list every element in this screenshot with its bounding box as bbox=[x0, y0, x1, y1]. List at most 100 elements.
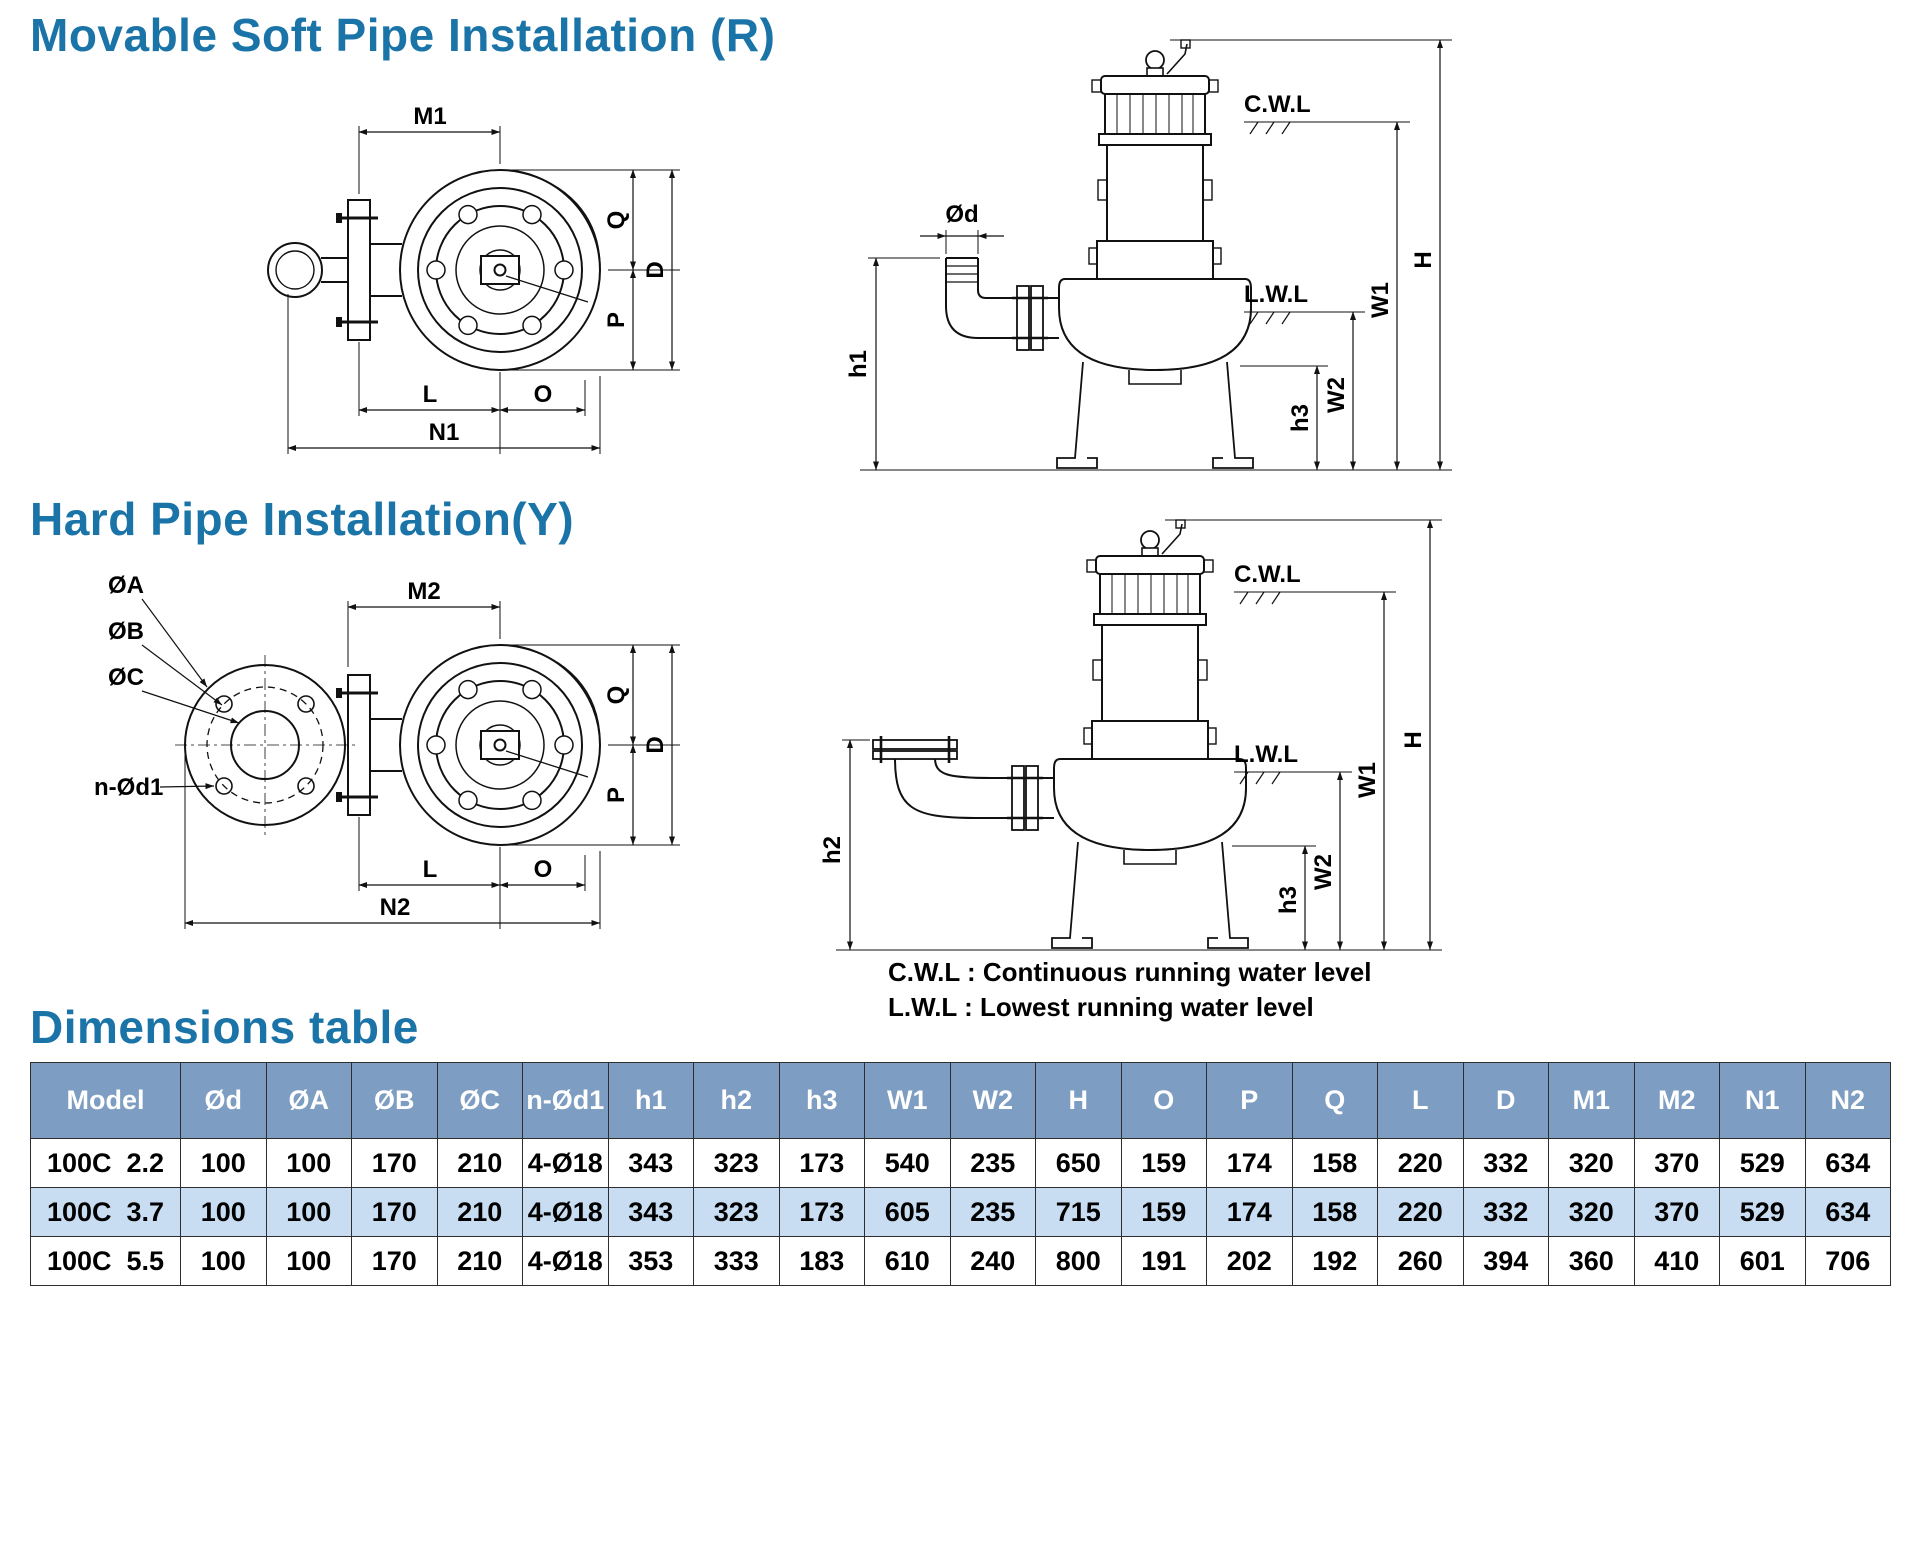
cell: 191 bbox=[1120, 1236, 1207, 1286]
soft-pipe-top-view-diagram: M1 Q P D L O N1 bbox=[267, 103, 680, 454]
dim-label-o: O bbox=[534, 856, 553, 883]
cell: 158 bbox=[1291, 1187, 1378, 1237]
cell: 634 bbox=[1804, 1138, 1891, 1188]
cell: 529 bbox=[1719, 1138, 1806, 1188]
cell: 173 bbox=[778, 1138, 865, 1188]
col-header: W2 bbox=[949, 1062, 1036, 1139]
cell: 183 bbox=[778, 1236, 865, 1286]
cwl-label: C.W.L bbox=[1244, 91, 1311, 118]
col-header: M1 bbox=[1548, 1062, 1635, 1139]
cell: 210 bbox=[436, 1187, 523, 1237]
cell: 323 bbox=[693, 1138, 780, 1188]
dim-label-w2: W2 bbox=[1323, 377, 1350, 413]
dim-label-l: L bbox=[423, 381, 438, 408]
cell: 100 bbox=[265, 1236, 352, 1286]
cell: 202 bbox=[1206, 1236, 1293, 1286]
dim-label-p: P bbox=[603, 312, 630, 328]
cell: 332 bbox=[1462, 1138, 1549, 1188]
col-header: h2 bbox=[693, 1062, 780, 1139]
soft-pipe-side-view-diagram: Ød h1 C.W.L L.W.L h3 W2 W1 H bbox=[845, 39, 1452, 471]
dim-label-n1: N1 bbox=[429, 419, 460, 446]
cell: 260 bbox=[1377, 1236, 1464, 1286]
col-header: P bbox=[1206, 1062, 1293, 1139]
cell: 173 bbox=[778, 1187, 865, 1237]
cell: 240 bbox=[949, 1236, 1036, 1286]
lwl-label: L.W.L bbox=[1244, 281, 1308, 308]
section-title-dimensions-table: Dimensions table bbox=[30, 1001, 419, 1053]
dim-label-d: D bbox=[642, 736, 669, 753]
cell: 800 bbox=[1035, 1236, 1122, 1286]
dim-label-n2: N2 bbox=[380, 894, 411, 921]
legend-cwl: C.W.L : Continuous running water level bbox=[888, 957, 1372, 987]
section-title-soft-pipe: Movable Soft Pipe Installation (R) bbox=[30, 9, 776, 61]
col-header: h1 bbox=[607, 1062, 694, 1139]
dim-label-h3: h3 bbox=[1287, 404, 1314, 432]
dim-label-m2: M2 bbox=[407, 578, 440, 605]
dim-label-p: P bbox=[603, 787, 630, 803]
cell: 320 bbox=[1548, 1187, 1635, 1237]
cell: 100 bbox=[180, 1236, 267, 1286]
cell: 170 bbox=[351, 1236, 438, 1286]
cell: 715 bbox=[1035, 1187, 1122, 1237]
cell: 210 bbox=[436, 1236, 523, 1286]
dim-label-d: D bbox=[642, 261, 669, 278]
cell: 529 bbox=[1719, 1187, 1806, 1237]
hard-pipe-top-view-diagram: ØA ØB ØC n-Ød1 M2 Q P D L O N2 bbox=[94, 572, 680, 929]
dim-label-h3: h3 bbox=[1275, 886, 1302, 914]
cell: 100 bbox=[180, 1138, 267, 1188]
cell: 333 bbox=[693, 1236, 780, 1286]
col-header: W1 bbox=[864, 1062, 951, 1139]
cell: 360 bbox=[1548, 1236, 1635, 1286]
discharge-flange-pair bbox=[1016, 285, 1044, 351]
cell: 100 bbox=[265, 1138, 352, 1188]
lwl-label: L.W.L bbox=[1234, 741, 1298, 768]
dim-label-w1: W1 bbox=[1354, 762, 1381, 798]
dim-label-l: L bbox=[423, 856, 438, 883]
cell: 343 bbox=[607, 1138, 694, 1188]
col-header: N1 bbox=[1719, 1062, 1806, 1139]
dim-label-h: H bbox=[1410, 251, 1437, 268]
cell: 343 bbox=[607, 1187, 694, 1237]
table-row: 100C 2.2 100 100 170 210 4-Ø18 343 323 1… bbox=[30, 1138, 1891, 1188]
cell: 210 bbox=[436, 1138, 523, 1188]
hose-pipe-end bbox=[267, 242, 348, 298]
hose-elbow-pipe bbox=[945, 257, 1017, 339]
col-header: O bbox=[1120, 1062, 1207, 1139]
cell: 540 bbox=[864, 1138, 951, 1188]
table-row: 100C 3.7 100 100 170 210 4-Ø18 343 323 1… bbox=[30, 1187, 1891, 1237]
dim-label-o: O bbox=[534, 381, 553, 408]
col-header: ØC bbox=[436, 1062, 523, 1139]
cell: 174 bbox=[1206, 1187, 1293, 1237]
dim-label-w1: W1 bbox=[1367, 282, 1394, 318]
table-header-row: Model Ød ØA ØB ØC n-Ød1 h1 h2 h3 W1 W2 H… bbox=[30, 1062, 1891, 1139]
dim-label-ob: ØB bbox=[108, 618, 144, 645]
water-level-legend: C.W.L : Continuous running water level L… bbox=[888, 955, 1371, 1025]
cell: 634 bbox=[1804, 1187, 1891, 1237]
flange-detail-view bbox=[175, 655, 355, 835]
cell: 192 bbox=[1291, 1236, 1378, 1286]
cell: 100C 5.5 bbox=[30, 1236, 181, 1286]
dim-label-h1: h1 bbox=[845, 350, 872, 378]
cell: 158 bbox=[1291, 1138, 1378, 1188]
cell: 170 bbox=[351, 1138, 438, 1188]
dimensions-table: Model Ød ØA ØB ØC n-Ød1 h1 h2 h3 W1 W2 H… bbox=[30, 1062, 1891, 1286]
col-header: H bbox=[1035, 1062, 1122, 1139]
cell: 100C 2.2 bbox=[30, 1138, 181, 1188]
cell: 650 bbox=[1035, 1138, 1122, 1188]
hard-pipe-side-view-diagram: h2 C.W.L L.W.L h3 W2 W1 H bbox=[819, 519, 1442, 951]
dim-label-h2: h2 bbox=[819, 836, 846, 864]
cwl-label: C.W.L bbox=[1234, 561, 1301, 588]
table-row: 100C 5.5 100 100 170 210 4-Ø18 353 333 1… bbox=[30, 1236, 1891, 1286]
cell: 100 bbox=[180, 1187, 267, 1237]
cell: 4-Ø18 bbox=[522, 1138, 609, 1188]
col-header: ØB bbox=[351, 1062, 438, 1139]
col-header: n-Ød1 bbox=[522, 1062, 609, 1139]
cell: 235 bbox=[949, 1187, 1036, 1237]
legend-lwl: L.W.L : Lowest running water level bbox=[888, 992, 1314, 1023]
cell: 220 bbox=[1377, 1187, 1464, 1237]
cell: 100 bbox=[265, 1187, 352, 1237]
cell: 159 bbox=[1120, 1187, 1207, 1237]
cell: 394 bbox=[1462, 1236, 1549, 1286]
cell: 610 bbox=[864, 1236, 951, 1286]
cell: 100C 3.7 bbox=[30, 1187, 181, 1237]
